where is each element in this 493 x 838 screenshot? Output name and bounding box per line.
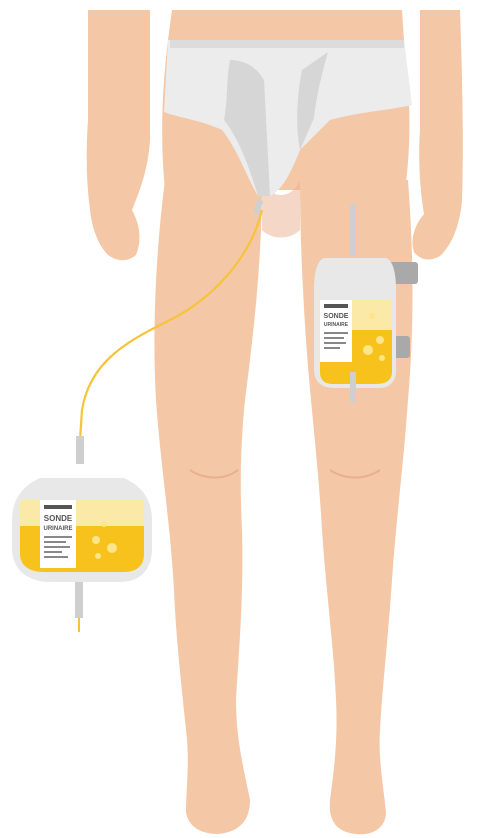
large-bag-subtitle: URINAIRE — [43, 526, 72, 532]
large-bag-outlet — [75, 582, 83, 618]
leg-bag-title: SONDE — [324, 313, 349, 320]
leg-bag-inlet — [350, 204, 356, 256]
leg-bag-outlet — [350, 372, 356, 402]
leg-bag-barcode — [324, 304, 348, 308]
right-arm — [412, 10, 462, 259]
large-bag-inlet — [76, 436, 84, 464]
large-drainage-bag: SONDE URINAIRE — [12, 436, 152, 632]
large-bag-title: SONDE — [44, 514, 73, 523]
left-arm — [87, 10, 150, 260]
leg-bag-subtitle: URINAIRE — [324, 322, 349, 328]
large-bag-barcode — [44, 505, 72, 509]
left-leg — [154, 180, 262, 834]
